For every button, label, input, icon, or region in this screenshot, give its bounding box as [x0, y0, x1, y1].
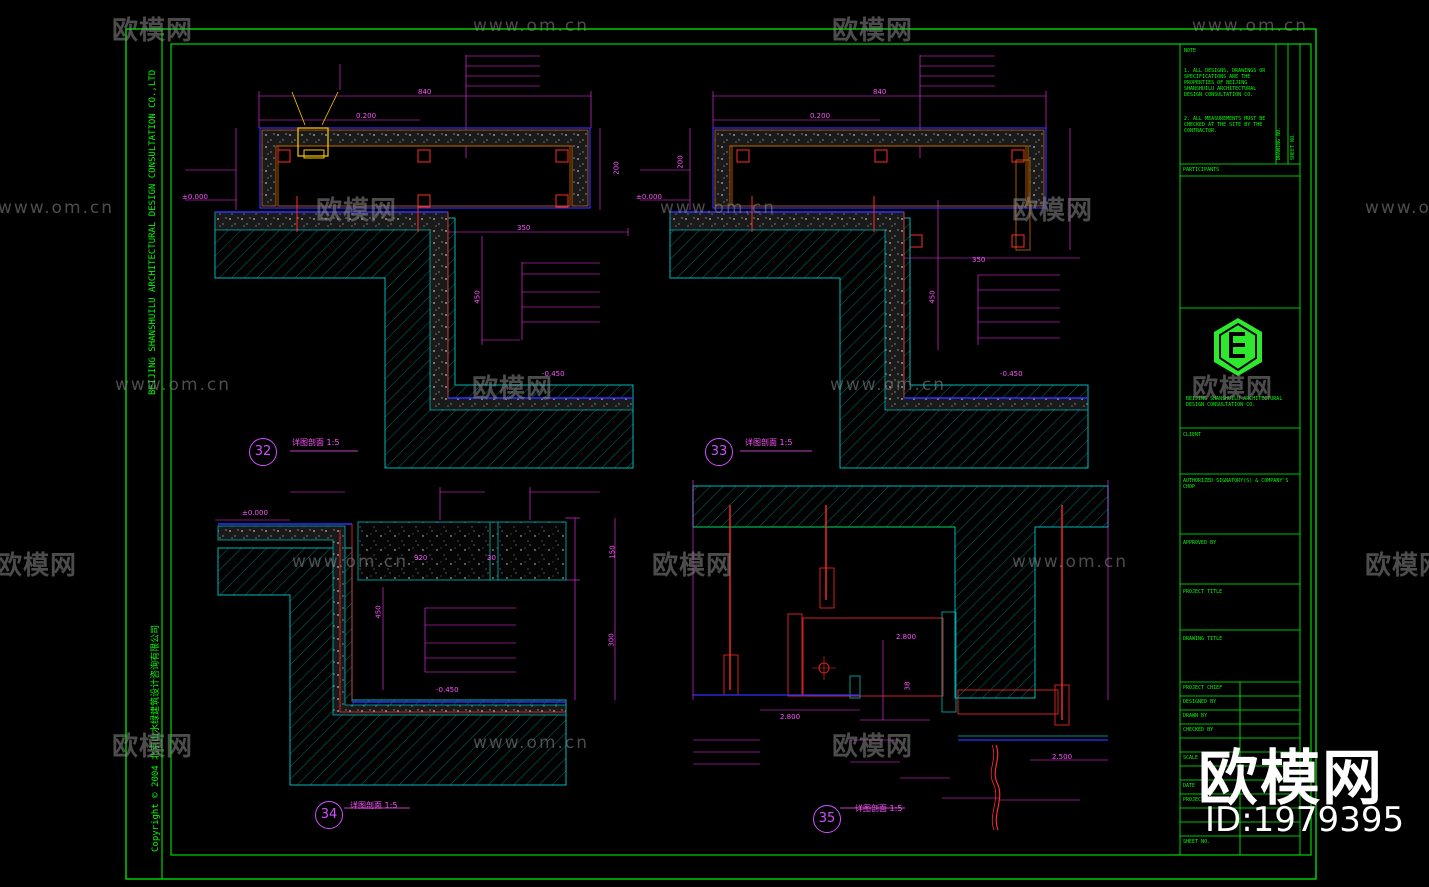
level-label: ±0.000	[242, 509, 268, 517]
company-logo	[1214, 318, 1262, 376]
approved-label: APPROVED BY	[1183, 540, 1217, 546]
scale-label: SCALE	[1183, 755, 1199, 761]
watermark-url: www.om.cn	[1192, 16, 1309, 36]
watermark-url: www.om.cn	[473, 16, 590, 36]
sheet-no-bottom-label: SHEET NO.	[1183, 839, 1211, 845]
dimension-label: 30	[487, 554, 496, 562]
inner-frame	[170, 43, 1312, 856]
participants-label: PARTICIPANTS	[1183, 167, 1220, 173]
section-number-34: 34	[315, 801, 343, 829]
watermark-id: ID:1979395	[1205, 800, 1405, 840]
checked-by-label: CHECKED BY	[1183, 727, 1214, 733]
watermark-brand: 欧模网	[652, 551, 734, 581]
note-item: 1. ALL DESIGNS, DRAWINGS OR SPECIFICATIO…	[1184, 68, 1266, 98]
section-number-33: 33	[705, 438, 733, 466]
level-label: ±0.000	[636, 193, 662, 201]
project-chief-label: PROJECT CHIEF	[1183, 685, 1223, 691]
section-33-drawing	[640, 55, 1089, 469]
section-number-32: 32	[249, 438, 277, 466]
watermark-brand: 欧模网	[832, 16, 914, 46]
dimension-label: 2.800	[896, 633, 917, 641]
level-label: ±0.000	[182, 193, 208, 201]
title-block	[1179, 43, 1301, 856]
outer-frame	[125, 28, 1317, 880]
section-title-32: 详图剖面 1:5	[292, 438, 340, 447]
section-32-drawing	[185, 55, 634, 469]
company-name-vertical: BEIJING SHANSHUILU ARCHITECTURAL DESIGN …	[148, 69, 158, 395]
watermark-url: www.om.cn	[292, 552, 409, 572]
date-label: DATE	[1183, 783, 1196, 789]
section-title-34: 详图剖面 1:5	[350, 801, 398, 810]
dimension-label: 200	[612, 161, 621, 175]
level-label: -0.450	[436, 686, 459, 694]
watermark-url: www.om.cn	[1365, 198, 1429, 218]
watermark-brand: 欧模网	[112, 16, 194, 46]
dimension-label: 920	[414, 554, 428, 562]
client-label: CLIENT	[1183, 432, 1202, 438]
sheet-no-label: SHEET NO.	[1290, 132, 1296, 160]
watermark-brand: 欧模网	[112, 732, 194, 762]
dimension-label: 450	[928, 290, 937, 304]
drawing-no-label: DRAWING NO.	[1276, 126, 1282, 160]
project-no-label: PROJECT NO.	[1183, 797, 1217, 803]
section-number-35: 35	[813, 805, 841, 833]
dimension-label: 350	[972, 256, 986, 264]
dimension-label: 0.200	[356, 112, 377, 120]
dimension-label: 200	[676, 155, 685, 169]
watermark-url: www.om.cn	[0, 198, 115, 218]
drawn-by-label: DRAWN BY	[1183, 713, 1208, 719]
dimension-label: 350	[517, 224, 531, 232]
section-title-35: 详图剖面 1:5	[855, 804, 903, 813]
watermark-url: www.om.cn	[473, 733, 590, 753]
dimension-label: 2.500	[1052, 753, 1073, 761]
watermark-url: www.om.cn	[660, 198, 777, 218]
watermark-big-brand: 欧模网	[1198, 744, 1384, 814]
dimension-label: 300	[607, 633, 616, 647]
drawing-title-label: DRAWING TITLE	[1183, 636, 1223, 642]
designed-by-label: DESIGNED BY	[1183, 699, 1217, 705]
watermark-brand: 欧模网	[1365, 551, 1429, 581]
watermark-brand: 欧模网	[1192, 374, 1274, 404]
watermark-url: www.om.cn	[830, 375, 947, 395]
watermark-brand: 欧模网	[832, 732, 914, 762]
company-english: BEIJING SHANSHUILU ARCHITECTURAL DESIGN …	[1186, 396, 1283, 408]
dimension-label: 0.200	[810, 112, 831, 120]
section-title-33: 详图剖面 1:5	[745, 438, 793, 447]
dimension-label: 450	[374, 605, 383, 619]
level-label: -0.450	[1000, 370, 1023, 378]
dimension-label: 2.800	[780, 713, 801, 721]
dimension-label: 150	[608, 545, 617, 559]
watermark-brand: 欧模网	[1012, 196, 1094, 226]
dimension-label: 840	[873, 88, 887, 96]
watermark-brand: 欧模网	[472, 374, 554, 404]
dimension-label: 840	[418, 88, 432, 96]
note-label: NOTE	[1184, 48, 1197, 54]
watermark-url: www.om.cn	[115, 375, 232, 395]
dimension-label: 38	[903, 681, 912, 691]
note-item: 2. ALL MEASUREMENTS MUST BE CHECKED AT T…	[1184, 116, 1266, 134]
watermark-brand: 欧模网	[0, 551, 78, 581]
watermark-url: www.om.cn	[1012, 552, 1129, 572]
section-34-drawing	[215, 487, 616, 809]
authorized-label: AUTHORIZED SIGNATORY(S) & COMPANY'S CHOP	[1183, 478, 1289, 490]
dimension-label: 450	[473, 290, 482, 304]
level-label: -0.450	[542, 370, 565, 378]
watermark-brand: 欧模网	[316, 196, 398, 226]
section-35-drawing	[692, 480, 1109, 831]
project-title-label: PROJECT TITLE	[1183, 589, 1223, 595]
